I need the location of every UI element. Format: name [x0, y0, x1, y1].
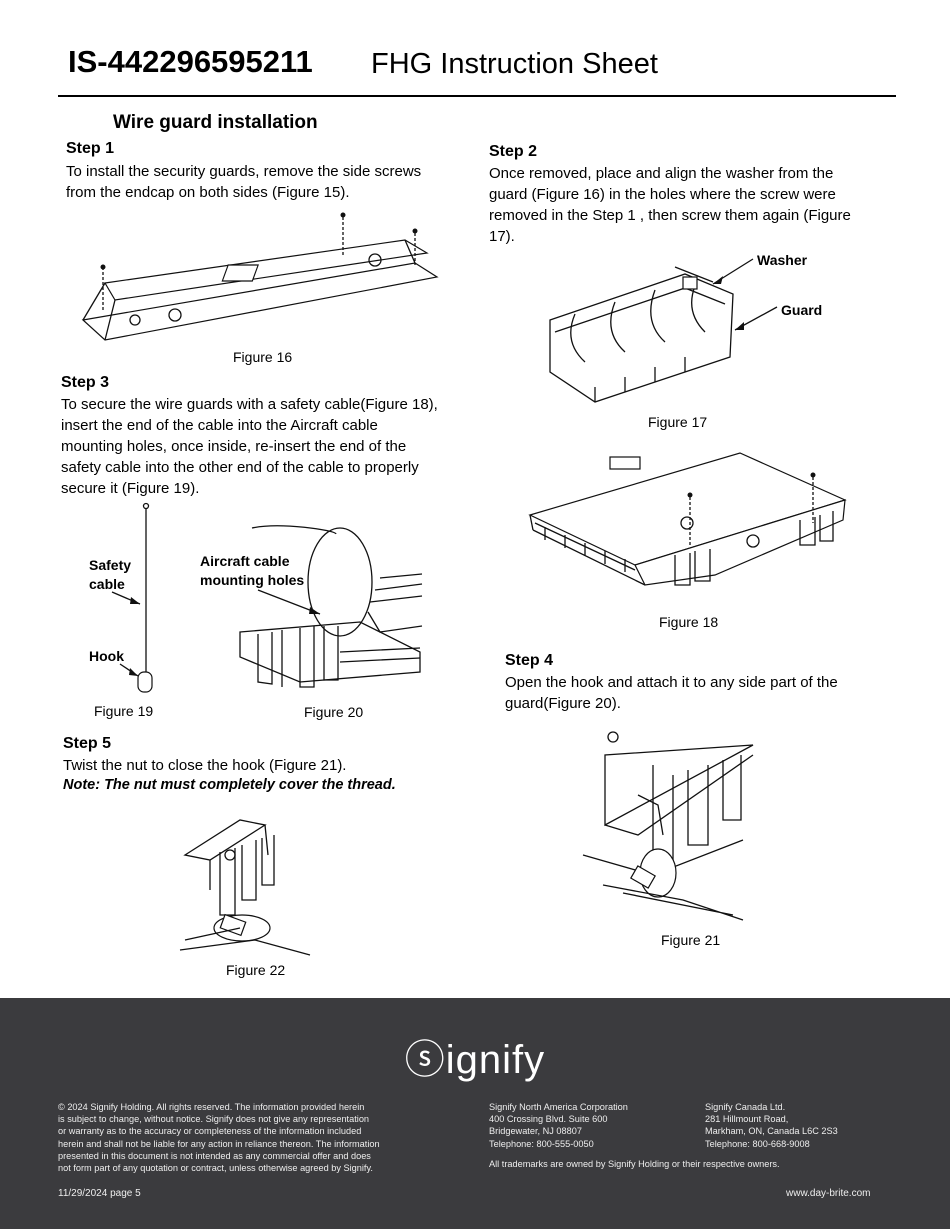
figure20-caption: Figure 20: [304, 704, 364, 720]
figure16-illustration: [81, 212, 439, 341]
figure19-caption: Figure 19: [94, 703, 154, 719]
figure21-caption: Figure 21: [661, 932, 721, 948]
figure18-illustration: [528, 452, 847, 586]
step5-note: Note: The nut must completely cover the …: [63, 777, 396, 793]
footer: [0, 998, 950, 1229]
step2-text: Once removed, place and align the washer…: [489, 165, 851, 245]
figure21-illustration: [582, 731, 754, 921]
guard-callout: Guard: [781, 302, 823, 318]
step1-heading: Step 1: [66, 140, 115, 157]
footer-legal: © 2024 Signify Holding. All rights reser…: [58, 1102, 380, 1174]
step4-text: Open the hook and attach it to any side …: [505, 674, 838, 712]
document-id: IS-442296595211: [68, 44, 313, 79]
step2-heading: Step 2: [489, 143, 538, 160]
figure18-caption: Figure 18: [659, 614, 719, 630]
figure17-illustration: [549, 258, 778, 403]
figure22-caption: Figure 22: [226, 962, 286, 978]
step5-text: Twist the nut to close the hook (Figure …: [63, 757, 347, 774]
figure19-illustration: [111, 502, 153, 693]
step3-text: To secure the wire guards with a safety …: [61, 396, 438, 497]
step5-heading: Step 5: [63, 735, 112, 752]
header-divider: [58, 95, 896, 97]
footer-trademarks: All trademarks are owned by Signify Hold…: [489, 1159, 780, 1169]
step1-text: To install the security guards, remove t…: [66, 163, 422, 201]
footer-date-page: 11/29/2024 page 5: [58, 1188, 141, 1199]
document-title: FHG Instruction Sheet: [371, 48, 658, 80]
hook-callout: Hook: [89, 648, 124, 664]
figure20-illustration: [239, 525, 423, 688]
signify-logo: ⓢignify: [404, 1038, 546, 1082]
step3-heading: Step 3: [61, 374, 110, 391]
washer-callout: Washer: [757, 252, 808, 268]
footer-website[interactable]: www.day-brite.com: [786, 1188, 871, 1199]
figure16-caption: Figure 16: [233, 349, 293, 365]
figure22-illustration: [179, 819, 311, 956]
step4-heading: Step 4: [505, 652, 554, 669]
figure17-caption: Figure 17: [648, 414, 708, 430]
footer-address-ca: Signify Canada Ltd.281 Hillmount Road,Ma…: [705, 1102, 838, 1149]
section-title: Wire guard installation: [113, 112, 318, 133]
